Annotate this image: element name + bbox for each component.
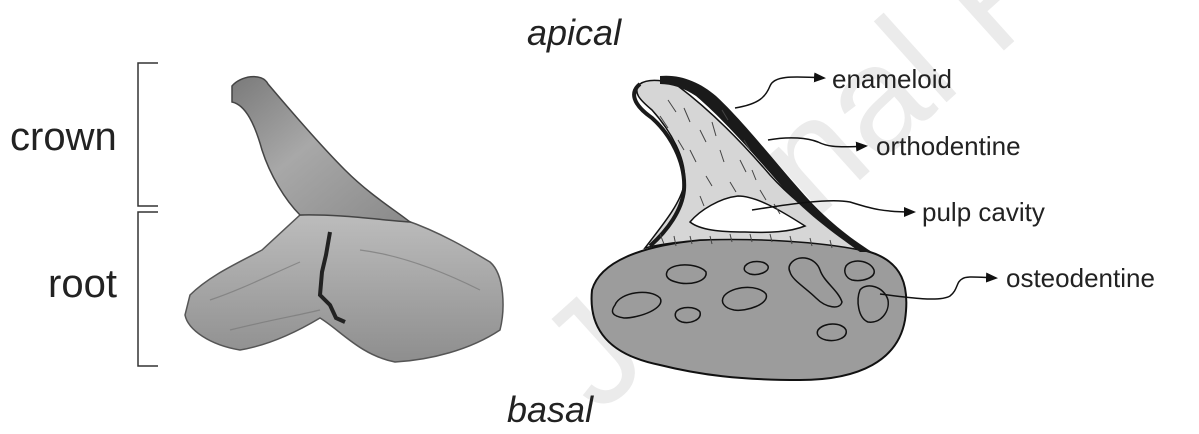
root-bracket: [138, 212, 158, 366]
osteodentine-canal: [666, 265, 706, 284]
osteodentine-canal: [744, 262, 768, 275]
root-label: root: [48, 262, 117, 306]
osteodentine-label: osteodentine: [1006, 263, 1155, 293]
photo-root: [185, 212, 503, 362]
basal-label: basal: [507, 389, 594, 430]
photo-crown: [232, 77, 410, 222]
crown-label: crown: [10, 115, 117, 159]
osteodentine-canal: [817, 324, 846, 341]
tooth-photo: [185, 77, 503, 362]
osteodentine-canal: [845, 261, 874, 280]
osteodentine-canal: [675, 308, 700, 323]
enameloid-label: enameloid: [832, 64, 952, 94]
pulp-cavity-label: pulp cavity: [922, 197, 1045, 227]
orthodentine-label: orthodentine: [876, 131, 1021, 161]
apical-label: apical: [527, 12, 622, 53]
osteodentine-canal: [858, 286, 888, 322]
crown-bracket: [138, 63, 158, 206]
